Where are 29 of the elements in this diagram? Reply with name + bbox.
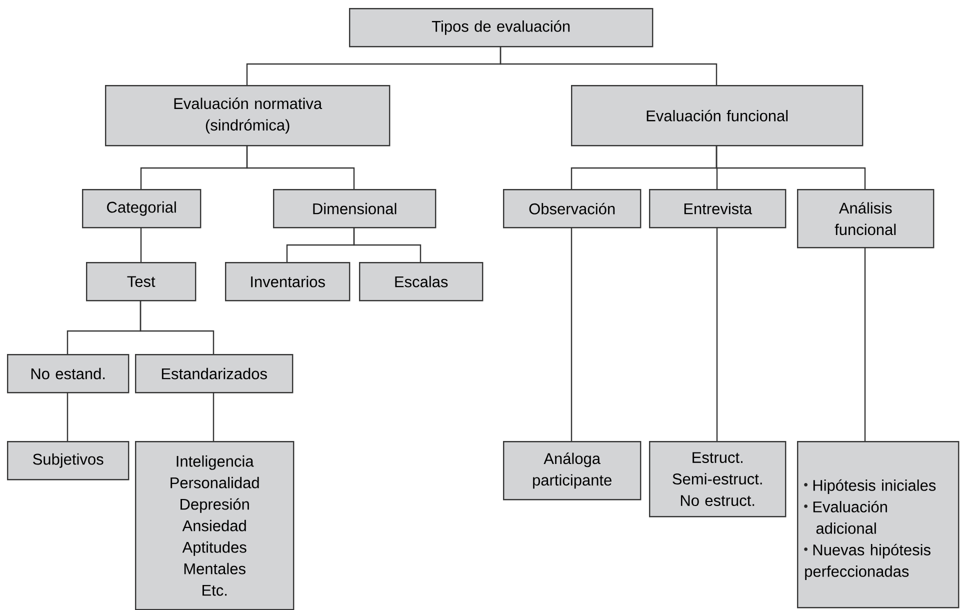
connector-line	[246, 145, 355, 189]
category-box: Estandarizados	[135, 354, 294, 394]
category-box: Tipos de evaluación	[349, 8, 654, 48]
connector-line	[353, 227, 422, 262]
connector-line	[140, 227, 142, 262]
category-box: Evaluación normativa (sindrómica)	[105, 85, 390, 146]
category-box: Subjetivos	[7, 441, 130, 480]
category-box: Estruct. Semi-estruct. No estruct.	[649, 441, 786, 518]
connector-line	[864, 247, 866, 441]
category-box: Hipótesis iniciales Evaluación adicional Nuevas hipótesis perfeccionadas	[797, 441, 960, 608]
category-box: Observación	[503, 189, 642, 228]
category-box: Evaluación funcional	[571, 85, 864, 146]
category-box: Análisis funcional	[797, 189, 934, 248]
connector-line	[716, 145, 866, 189]
category-box: Inteligencia Personalidad Depresión Ansiedad Aptitudes Mentales Etc.	[135, 441, 294, 610]
category-box: Categorial	[82, 189, 202, 228]
category-box: Entrevista	[649, 189, 786, 228]
category-box: Dimensional	[273, 189, 436, 228]
category-box: Inventarios	[225, 262, 350, 302]
category-box: Análoga participante	[503, 441, 642, 500]
connector-line	[66, 392, 68, 441]
category-box: No estand.	[7, 354, 130, 394]
connector-line	[140, 300, 214, 354]
category-box: Escalas	[359, 262, 484, 302]
connector-line	[716, 227, 718, 441]
category-box: Test	[86, 262, 196, 302]
connector-line	[570, 227, 572, 441]
connector-line	[500, 46, 718, 85]
connector-line	[212, 392, 214, 441]
